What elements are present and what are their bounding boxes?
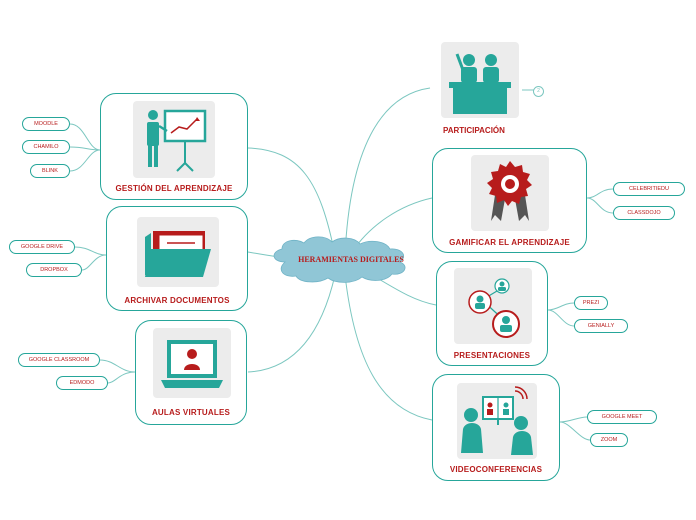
participacion-note-badge[interactable]: 2 <box>533 86 544 97</box>
gestion-icon-box <box>133 101 215 178</box>
people-network-icon <box>468 278 520 338</box>
gamificar-icon-box <box>471 155 549 231</box>
presenter-board-icon <box>147 109 207 172</box>
gamificar-label: GAMIFICAR EL APRENDIZAJE <box>449 238 570 247</box>
leaf-zoom[interactable]: ZOOM <box>590 433 628 447</box>
presentaciones-icon-box <box>454 268 532 344</box>
leaf-chamilo[interactable]: CHAMILO <box>22 140 70 154</box>
archivar-label: ARCHIVAR DOCUMENTOS <box>124 296 230 305</box>
leaf-edmodo[interactable]: EDMODO <box>56 376 108 390</box>
card-gestion[interactable]: GESTIÓN DEL APRENDIZAJE <box>100 93 248 200</box>
participacion-icon-box <box>441 42 519 118</box>
leaf-blink[interactable]: BLINK <box>30 164 70 178</box>
videoconferencias-icon-box <box>457 383 537 459</box>
card-archivar[interactable]: ARCHIVAR DOCUMENTOS <box>106 206 248 311</box>
central-cloud <box>273 236 406 283</box>
folder-icon <box>145 231 211 277</box>
award-badge-icon <box>487 161 532 221</box>
leaf-google-drive[interactable]: GOOGLE DRIVE <box>9 240 75 254</box>
leaf-dropbox[interactable]: DROPBOX <box>26 263 82 277</box>
card-videoconferencias[interactable]: VIDEOCONFERENCIAS <box>432 374 560 481</box>
videoconferencias-label: VIDEOCONFERENCIAS <box>449 465 543 474</box>
leaf-prezi[interactable]: PREZI <box>574 296 608 310</box>
presentaciones-label: PRESENTACIONES <box>453 351 531 360</box>
leaf-celebritiedu[interactable]: CELEBRITIEDU <box>613 182 685 196</box>
central-topic[interactable]: HERAMIENTAS DIGITALES <box>298 255 404 264</box>
leaf-google-meet[interactable]: GOOGLE MEET <box>587 410 657 424</box>
aulas-label: AULAS VIRTUALES <box>151 408 231 417</box>
card-presentaciones[interactable]: PRESENTACIONES <box>436 261 548 366</box>
leaf-moodle[interactable]: MOODLE <box>22 117 70 131</box>
leaf-google-classroom[interactable]: GOOGLE CLASSROOM <box>18 353 100 367</box>
video-call-icon <box>461 386 533 455</box>
leaf-classdojo[interactable]: CLASSDOJO <box>613 206 675 220</box>
archivar-icon-box <box>137 217 219 287</box>
aulas-icon-box <box>153 328 231 398</box>
gestion-label: GESTIÓN DEL APRENDIZAJE <box>115 184 233 193</box>
participacion-label[interactable]: PARTICIPACIÓN <box>443 126 505 135</box>
audience-icon <box>449 53 511 114</box>
leaf-genially[interactable]: GENIALLY <box>574 319 628 333</box>
card-aulas[interactable]: AULAS VIRTUALES <box>135 320 247 425</box>
card-gamificar[interactable]: GAMIFICAR EL APRENDIZAJE <box>432 148 587 253</box>
laptop-user-icon <box>161 340 223 388</box>
